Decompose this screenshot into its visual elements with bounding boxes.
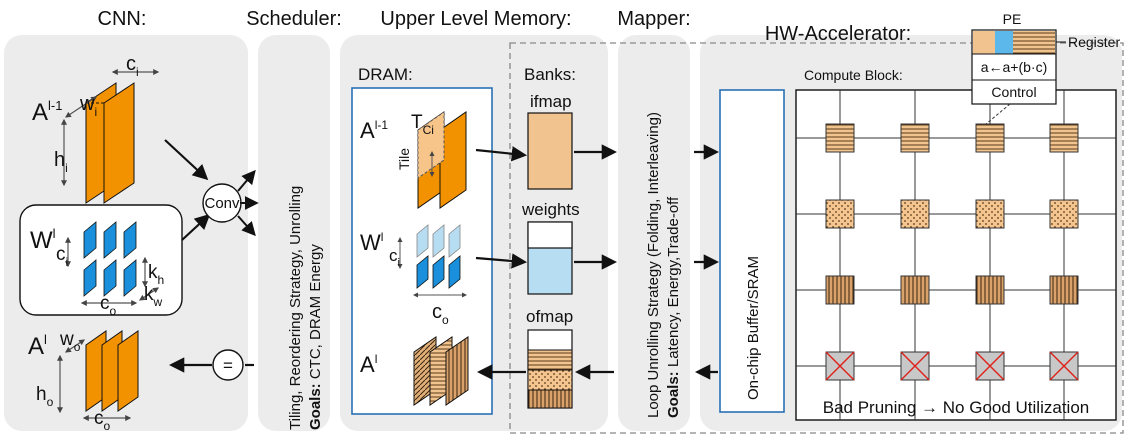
dram-weights-label: Wl [360,230,383,255]
pe-label: PE [1003,11,1022,27]
kw-label: kw [144,284,163,309]
bank-ofmap [527,329,573,409]
mapper-goals: Goals: Latency, Energy,Trade-off [665,196,682,418]
pe-cell [825,275,855,305]
header-upper-memory: Upper Level Memory: [380,8,571,30]
pruned-cross [1049,351,1079,381]
bank-weights-empty [527,221,573,249]
pruned-cross [975,351,1005,381]
bank-ofmap-label: ofmap [526,307,573,326]
input-to-conv-arrow [164,139,209,181]
header-scheduler: Scheduler: [246,8,342,30]
scheduler-strategy: Tiling, Reordering Strategy, Unrolling [287,186,304,430]
dram-co-label: co [432,301,449,327]
pruned-cross [825,351,855,381]
input-activation-tensor [85,82,135,204]
dram-activation-label: Al-1 [360,118,388,143]
wi-label: wi [79,93,97,119]
pe-cell [825,123,855,153]
dram-output-label: Al [360,352,377,377]
ci-label-top: ci [126,53,139,79]
tile-dim-label: TCi [411,112,434,137]
pruning-message: Bad Pruning → No Good Utilization [823,398,1089,417]
bank-ifmap-label: ifmap [530,92,572,111]
pe-cell [1049,123,1079,153]
header-mapper: Mapper: [617,8,690,30]
weights-co-label: co [100,293,117,318]
weights-ci-label: ci [56,244,68,269]
dram-weights [416,224,461,289]
register-label: Register [1068,34,1120,50]
pe-cell [975,123,1005,153]
pe-cell [825,199,855,229]
pe-cell [900,199,930,229]
conv-label: Conv [204,195,240,212]
wo-arrow [65,339,85,353]
dram-activation-tile [417,111,467,209]
pe-grid [796,90,1116,420]
dram-to-ifmap-arrow [475,146,528,162]
bank-weights-label: weights [521,200,580,219]
header-cnn: CNN: [98,8,147,30]
output-activation-label: Al [28,332,47,360]
wo-label: wo [59,329,81,354]
equals-node [212,349,244,381]
conv-out-arrow-1 [237,169,256,192]
mapper-strategy: Loop Unrolling Strategy (Folding, Interl… [645,112,662,418]
kh-label: kh [148,262,164,287]
output-activation-tensor [85,330,139,412]
hi-label: hi [54,149,68,175]
bank-ifmap [527,112,573,190]
dram-ci-label: ci [389,246,400,269]
dram-label: DRAM: [358,65,413,84]
buffer-label: On-chip Buffer/SRAM [745,256,762,400]
pe-cell [900,275,930,305]
pe-cell [1049,275,1079,305]
wi-arrow [65,96,97,118]
onchip-buffer [719,89,785,413]
dram-output-activation [413,336,469,406]
pe-control-label: Control [991,84,1036,100]
pe-cell [1049,199,1079,229]
weights-to-conv-arrow [181,213,211,241]
pe-cell [975,199,1005,229]
weights-label: Wl [30,226,56,254]
tile-label: Tile [396,148,412,170]
kw-arrow [139,287,159,301]
weights-kernels [83,221,137,297]
header-hw-accelerator: HW-Accelerator: [765,23,911,45]
dashed-boundary [509,42,1124,434]
compute-block-label: Compute Block: [804,67,903,83]
pe-callout-line [985,103,1011,125]
conv-out-arrow-3 [237,215,256,237]
pe-equation: a←a+(b·c) [981,59,1048,75]
input-activation-label: Al-1 [32,98,62,126]
pruned-cross [900,351,930,381]
dram-to-weights-arrow [475,253,528,269]
ho-label: ho [36,384,54,409]
pe-detail [971,29,1057,105]
scheduler-goals: Goals: CTC, DRAM Energy [307,244,324,430]
mapper-panel [618,35,690,431]
pe-cell [975,275,1005,305]
co-label: co [94,408,111,433]
banks-label: Banks: [524,65,576,84]
equals-label: = [223,356,233,375]
pe-cell [900,123,930,153]
scheduler-panel [258,35,330,431]
